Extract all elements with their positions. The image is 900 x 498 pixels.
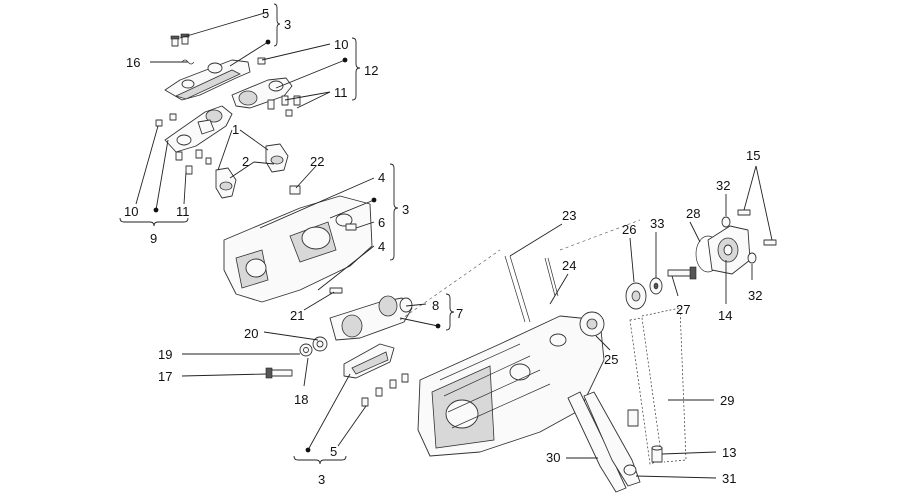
callout-10-left: 10 xyxy=(124,204,138,219)
brace-mid-3 xyxy=(389,163,399,261)
tappet-pair-2 xyxy=(215,143,289,199)
pin-13 xyxy=(651,445,663,463)
bolt-17 xyxy=(265,367,293,379)
callout-21: 21 xyxy=(290,308,304,323)
callout-1: 1 xyxy=(232,122,239,137)
brace-bottom-3 xyxy=(293,455,347,465)
callout-33: 33 xyxy=(650,216,664,231)
rocker-support-upper xyxy=(164,59,251,101)
callout-16: 16 xyxy=(126,55,140,70)
callout-17: 17 xyxy=(158,369,172,384)
callout-5-top: 5 xyxy=(262,6,269,21)
callout-labels: 5 3 16 10 12 11 1 2 10 11 9 22 4 3 6 4 2… xyxy=(124,6,762,487)
washers-32 xyxy=(721,216,757,264)
callout-26: 26 xyxy=(622,222,636,237)
lower-cover-plate xyxy=(343,343,395,379)
washers-18-20 xyxy=(299,336,328,357)
chain-guide-30 xyxy=(567,391,627,493)
callout-32-bottom: 32 xyxy=(748,288,762,303)
bolt-6 xyxy=(345,223,357,231)
callout-3-bottom: 3 xyxy=(318,472,325,487)
chain-tensioner-31 xyxy=(583,391,641,487)
brace-12 xyxy=(351,37,361,101)
callout-4-b: 4 xyxy=(378,239,385,254)
brace-9 xyxy=(119,217,189,227)
callout-5-bottom: 5 xyxy=(330,444,337,459)
callout-9: 9 xyxy=(150,231,157,246)
callout-30: 30 xyxy=(546,450,560,465)
callout-4-a: 4 xyxy=(378,170,385,185)
callout-6: 6 xyxy=(378,215,385,230)
brace-top-3 xyxy=(273,3,281,47)
callout-32-top: 32 xyxy=(716,178,730,193)
callout-12: 12 xyxy=(364,63,378,78)
bolt-27 xyxy=(667,266,697,280)
callout-27: 27 xyxy=(676,302,690,317)
callout-24: 24 xyxy=(562,258,576,273)
camshaft-carrier xyxy=(223,185,373,303)
callout-29: 29 xyxy=(720,393,734,408)
callout-11-right: 11 xyxy=(334,85,348,100)
rocker-arm-12 xyxy=(231,57,293,109)
timing-chain xyxy=(629,307,687,465)
callout-14: 14 xyxy=(718,308,732,323)
dowel xyxy=(627,409,639,427)
cam-gear-25 xyxy=(579,311,605,337)
callout-11-left: 11 xyxy=(176,204,190,219)
cover-14 xyxy=(707,225,751,275)
seal-33 xyxy=(649,277,663,295)
small-pins-left xyxy=(155,113,212,175)
callout-13: 13 xyxy=(722,445,736,460)
callout-19: 19 xyxy=(158,347,172,362)
push-rods xyxy=(504,255,559,323)
callout-25: 25 xyxy=(604,352,618,367)
callout-23: 23 xyxy=(562,208,576,223)
callout-18: 18 xyxy=(294,392,308,407)
leader-lines xyxy=(135,11,773,479)
callout-8: 8 xyxy=(432,298,439,313)
camshaft xyxy=(329,295,413,341)
callout-28: 28 xyxy=(686,206,700,221)
rocker-arm-9 xyxy=(164,105,233,153)
brace-7 xyxy=(445,293,455,331)
callout-22: 22 xyxy=(310,154,324,169)
sprocket-26 xyxy=(625,282,647,310)
callout-3-mid: 3 xyxy=(402,202,409,217)
pin-21 xyxy=(329,287,343,294)
callout-15: 15 xyxy=(746,148,760,163)
adjust-screws-11 xyxy=(267,95,301,117)
callout-10-top: 10 xyxy=(334,37,348,52)
callout-31: 31 xyxy=(722,471,736,486)
screws-pair-top xyxy=(170,33,190,47)
callout-7: 7 xyxy=(456,306,463,321)
screws-lower xyxy=(361,373,409,407)
callout-20: 20 xyxy=(244,326,258,341)
callout-2: 2 xyxy=(242,154,249,169)
callout-3-top: 3 xyxy=(284,17,291,32)
cylinder-head xyxy=(417,315,605,457)
